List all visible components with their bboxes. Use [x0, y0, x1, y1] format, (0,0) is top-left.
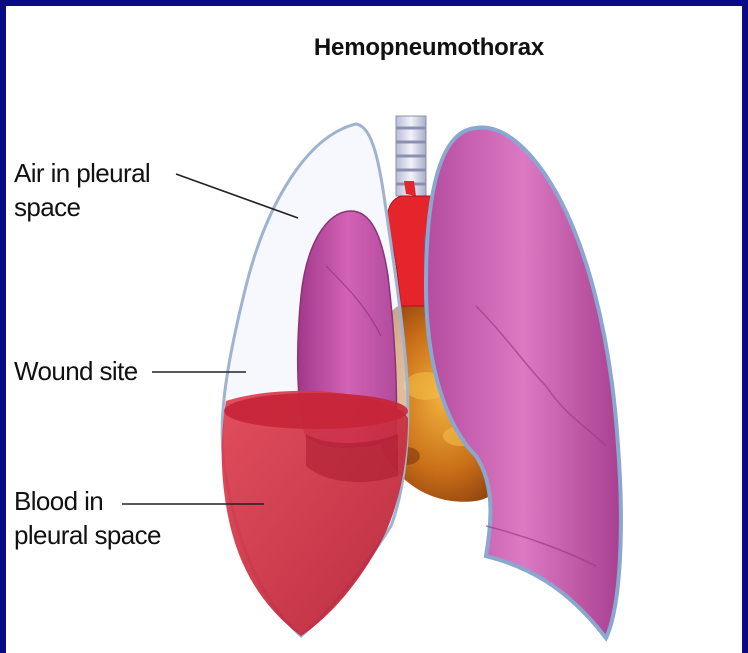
- label-wound-site: Wound site: [14, 354, 138, 388]
- label-air-in-pleural-space: Air in pleural space: [14, 156, 150, 224]
- label-air-line-1: Air in pleural: [14, 156, 150, 190]
- label-blood-line-1: Blood in: [14, 484, 161, 518]
- label-air-line-2: space: [14, 190, 150, 224]
- blood-surface: [224, 393, 408, 429]
- label-wound-line-1: Wound site: [14, 354, 138, 388]
- label-blood-line-2: pleural space: [14, 518, 161, 552]
- lung-illustration: [6, 6, 742, 653]
- diagram-title: Hemopneumothorax: [6, 34, 742, 62]
- inflated-lung: [426, 128, 621, 638]
- diagram-frame: Hemopneumothorax Air in pleural space Wo…: [6, 6, 742, 653]
- label-blood-in-pleural-space: Blood in pleural space: [14, 484, 161, 552]
